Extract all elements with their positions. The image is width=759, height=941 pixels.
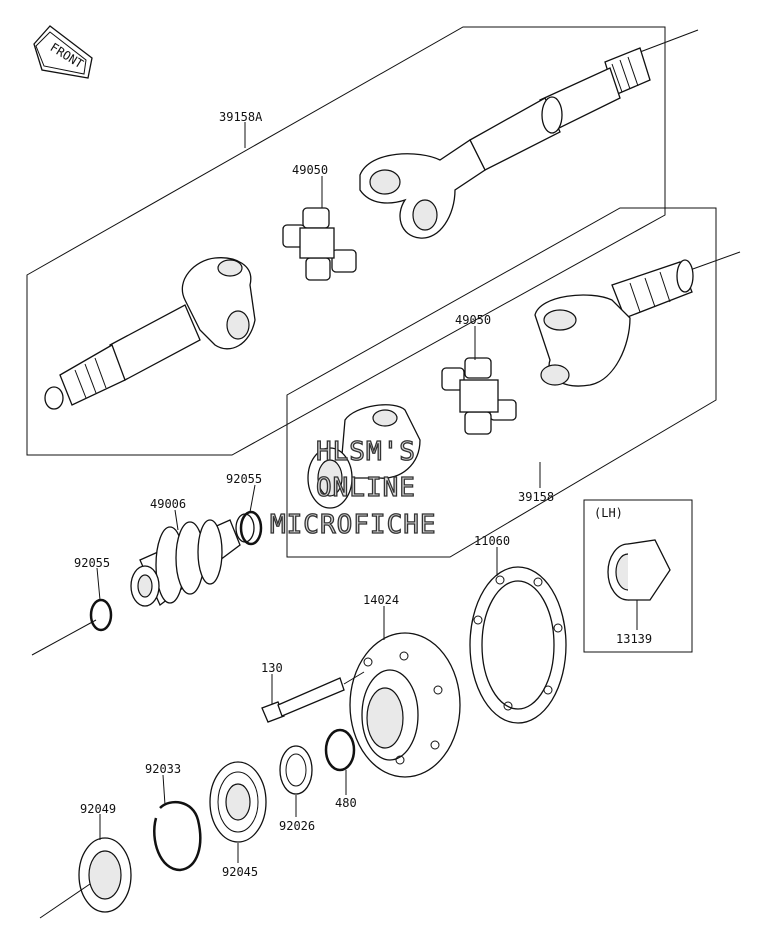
- label-49050-upper: 49050: [292, 163, 328, 177]
- label-39158A: 39158A: [219, 110, 263, 124]
- washer: [279, 745, 313, 795]
- upper-drive-shaft-left: [44, 257, 256, 410]
- front-arrow-icon: FRONT: [33, 25, 93, 79]
- lower-assembly-frame: [286, 207, 717, 558]
- label-92049: 92049: [80, 802, 116, 816]
- label-49050-lower: 49050: [455, 313, 491, 327]
- lower-universal-joint: [441, 357, 517, 435]
- label-130: 130: [261, 661, 283, 675]
- upper-assembly-frame: [26, 26, 666, 456]
- snap-ring: [324, 728, 356, 772]
- label-14024: 14024: [363, 593, 399, 607]
- boot-clamp-lower: [89, 598, 113, 632]
- watermark-line-3: MICROFICHE: [270, 510, 437, 540]
- watermark-line-2: ONLINE: [316, 473, 416, 503]
- label-lh: (LH): [594, 506, 623, 520]
- label-11060: 11060: [474, 534, 510, 548]
- upper-drive-shaft: [359, 29, 699, 239]
- label-49006: 49006: [150, 497, 186, 511]
- label-92033: 92033: [145, 762, 181, 776]
- circlip: [153, 800, 202, 872]
- gasket: [469, 566, 567, 724]
- bearing-housing: [349, 632, 461, 778]
- ball-bearing: [209, 761, 267, 843]
- label-92026: 92026: [279, 819, 315, 833]
- oil-seal: [78, 837, 132, 913]
- flange-bolt: [261, 671, 365, 723]
- leader-lines: [96, 122, 638, 863]
- label-92055-upper: 92055: [226, 472, 262, 486]
- label-13139: 13139: [616, 632, 652, 646]
- watermark-line-1: HLSM'S: [316, 437, 416, 467]
- lh-coupling: [607, 539, 671, 601]
- lh-inset-frame: [583, 499, 693, 653]
- cv-boot: [130, 513, 255, 607]
- label-92055-lower: 92055: [74, 556, 110, 570]
- label-92045: 92045: [222, 865, 258, 879]
- lower-drive-shaft: [534, 251, 741, 387]
- upper-universal-joint: [282, 207, 357, 281]
- label-480: 480: [335, 796, 357, 810]
- inner-coupling-yoke: [307, 404, 421, 509]
- label-39158: 39158: [518, 490, 554, 504]
- watermark: HLSM'S ONLINE MICROFICHE: [269, 436, 437, 540]
- boot-clamp-upper: [239, 510, 263, 546]
